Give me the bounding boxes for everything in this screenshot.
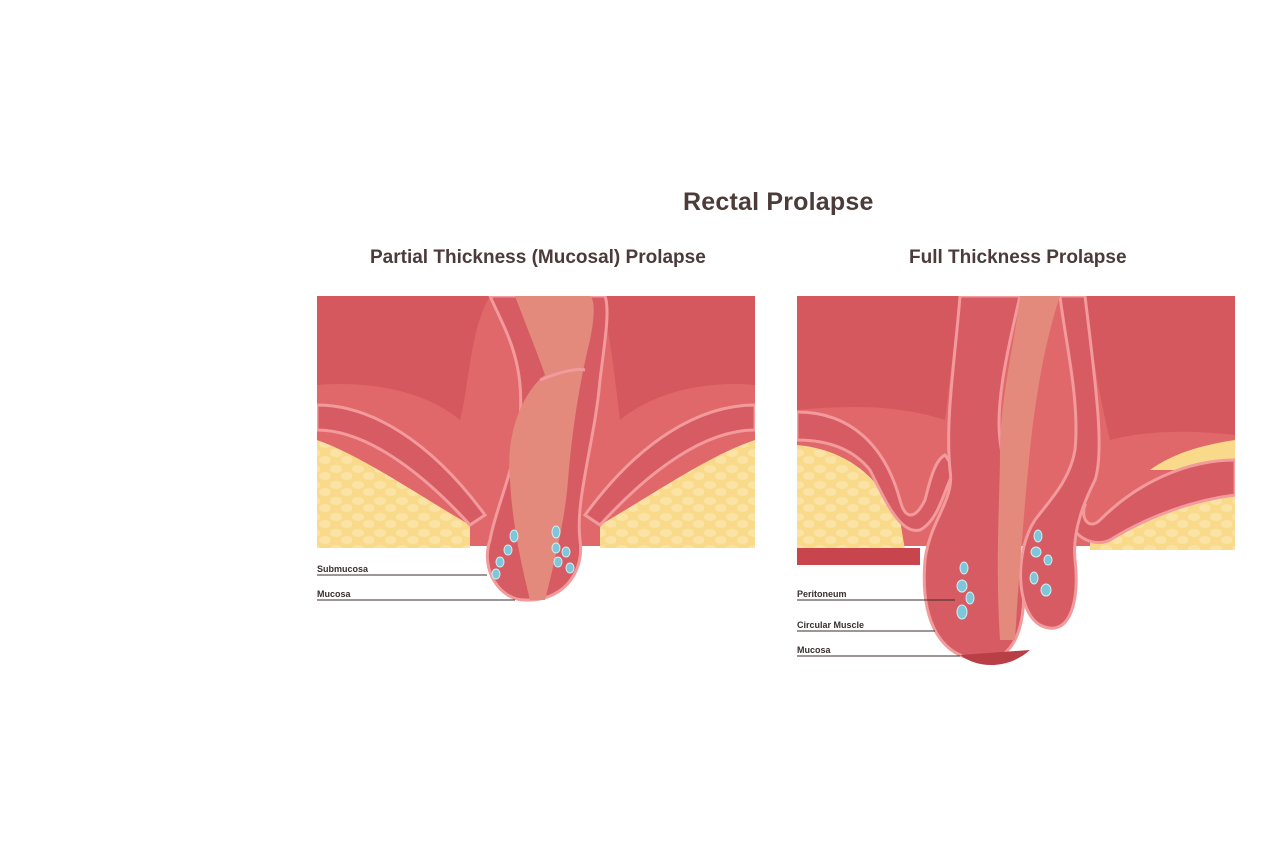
full-prolapse-illustration xyxy=(797,296,1235,666)
panel-title-partial: Partial Thickness (Mucosal) Prolapse xyxy=(370,247,706,268)
label-mucosa-right: Mucosa xyxy=(797,645,832,655)
label-submucosa: Submucosa xyxy=(317,564,369,574)
panel-title-full: Full Thickness Prolapse xyxy=(909,247,1127,268)
label-circular-muscle: Circular Muscle xyxy=(797,620,864,630)
page-title: Rectal Prolapse xyxy=(683,188,874,216)
label-mucosa-left: Mucosa xyxy=(317,589,352,599)
partial-prolapse-illustration xyxy=(317,296,755,602)
label-peritoneum: Peritoneum xyxy=(797,589,847,599)
